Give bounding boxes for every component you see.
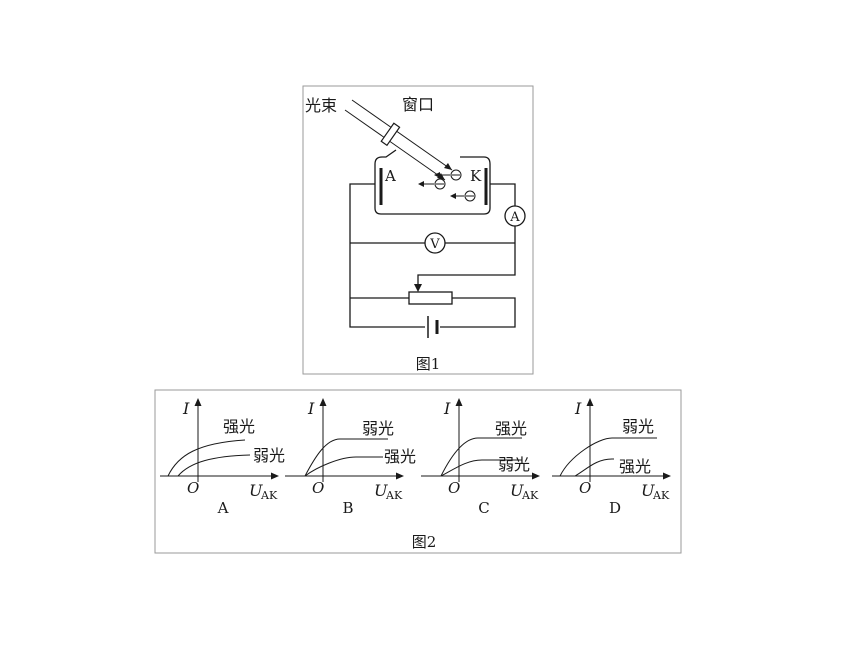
electron bbox=[434, 169, 462, 181]
y-axis-label: I bbox=[443, 399, 451, 418]
x-axis-label: U bbox=[374, 481, 388, 500]
lower-curve-label: 弱光 bbox=[253, 446, 285, 465]
upper-curve-label: 强光 bbox=[223, 417, 255, 436]
y-axis-label: I bbox=[574, 399, 582, 418]
lower-curve bbox=[177, 454, 251, 477]
x-axis-arrow bbox=[532, 472, 540, 480]
lower-curve bbox=[440, 459, 522, 477]
upper-curve-label: 强光 bbox=[495, 419, 527, 438]
slider-arrow bbox=[414, 284, 422, 292]
light-beam bbox=[344, 99, 453, 181]
left-wire bbox=[349, 183, 425, 328]
option-label: D bbox=[609, 499, 621, 517]
x-axis-arrow bbox=[663, 472, 671, 480]
y-axis-arrow bbox=[319, 398, 327, 406]
figure1: 光束 窗口 A K A V bbox=[302, 85, 534, 375]
lower-curve bbox=[574, 458, 614, 477]
x-axis-label: U bbox=[510, 481, 524, 500]
anode-label: A bbox=[384, 167, 396, 185]
upper-curve bbox=[559, 437, 657, 477]
figure2-caption: 图2 bbox=[412, 533, 437, 551]
upper-curve-label: 弱光 bbox=[622, 417, 654, 436]
upper-curve bbox=[304, 438, 388, 477]
x-axis-arrow bbox=[271, 472, 279, 480]
figure1-caption: 图1 bbox=[416, 355, 441, 373]
window-label: 窗口 bbox=[402, 95, 434, 114]
y-axis-label: I bbox=[182, 399, 190, 418]
x-axis-subscript: AK bbox=[385, 489, 403, 502]
beam-label: 光束 bbox=[305, 96, 337, 115]
origin-label: O bbox=[187, 479, 199, 497]
x-axis-arrow bbox=[396, 472, 404, 480]
origin-label: O bbox=[312, 479, 324, 497]
electron bbox=[418, 178, 446, 190]
x-axis-label: U bbox=[641, 481, 655, 500]
option-label: C bbox=[478, 499, 489, 517]
lower-curve bbox=[304, 456, 383, 477]
origin-label: O bbox=[579, 479, 591, 497]
figure2-frame bbox=[154, 389, 682, 554]
phototube-envelope bbox=[374, 149, 491, 215]
x-axis-label: U bbox=[249, 481, 263, 500]
electron bbox=[450, 190, 476, 202]
x-axis-subscript: AK bbox=[652, 489, 670, 502]
upper-curve-label: 弱光 bbox=[362, 419, 394, 438]
lower-curve-label: 强光 bbox=[619, 457, 651, 476]
rheostat bbox=[408, 291, 453, 305]
y-axis-arrow bbox=[455, 398, 463, 406]
rheostat-wire-right bbox=[440, 297, 516, 328]
voltmeter-label: V bbox=[429, 237, 440, 252]
window-glass bbox=[380, 122, 401, 147]
upper-curve bbox=[167, 439, 246, 477]
ammeter-label: A bbox=[509, 210, 520, 225]
lower-curve-label: 弱光 bbox=[498, 455, 530, 474]
origin-label: O bbox=[448, 479, 460, 497]
x-axis-subscript: AK bbox=[260, 489, 278, 502]
y-axis-label: I bbox=[307, 399, 315, 418]
right-wire-top bbox=[490, 183, 516, 206]
upper-curve bbox=[440, 437, 522, 477]
lower-curve-label: 强光 bbox=[384, 447, 416, 466]
cathode-label: K bbox=[470, 167, 482, 185]
option-label: B bbox=[342, 499, 353, 517]
slider-wire bbox=[417, 226, 516, 288]
y-axis-arrow bbox=[586, 398, 594, 406]
option-label: A bbox=[217, 499, 229, 517]
y-axis-arrow bbox=[194, 398, 202, 406]
x-axis-subscript: AK bbox=[521, 489, 539, 502]
figure1-frame bbox=[302, 85, 534, 375]
